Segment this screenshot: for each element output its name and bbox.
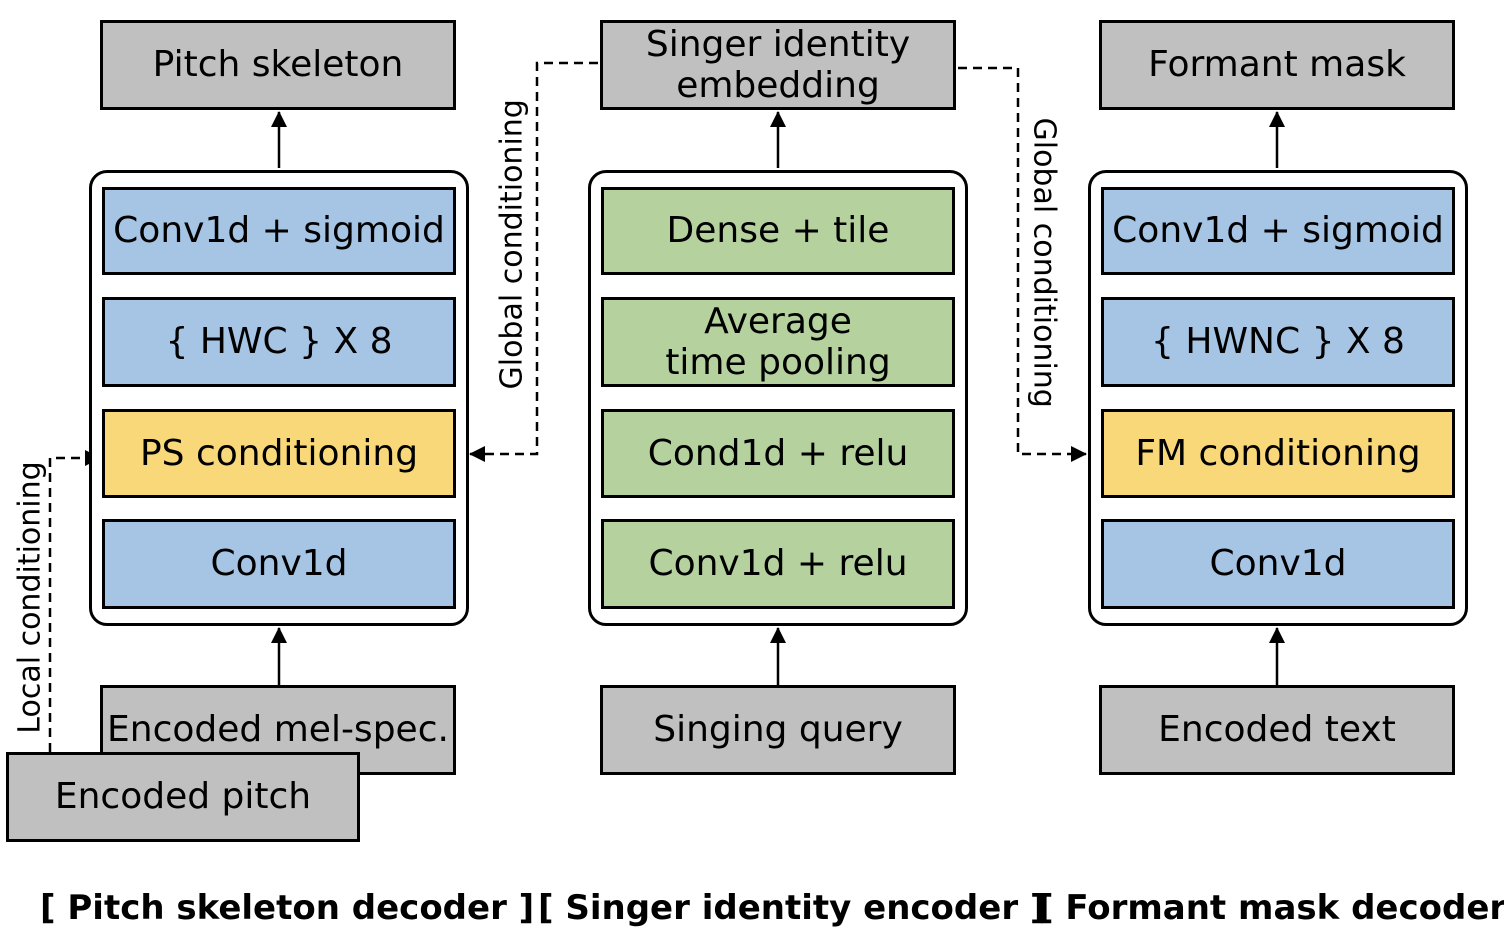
pitch-layer-conv1d: Conv1d [102, 519, 456, 609]
pitch-layer-ps-conditioning: PS conditioning [102, 409, 456, 498]
singer-layer-average-time-pooling: Average time pooling [601, 297, 955, 387]
arrow-global-conditioning-left [469, 61, 598, 462]
encoded-text-input: Encoded text [1099, 685, 1455, 775]
caption-pitch-skeleton-decoder: [ Pitch skeleton decoder ] [40, 888, 535, 928]
global-conditioning-label-right: Global conditioning [1026, 117, 1062, 408]
pitch-layer-conv1d-sigmoid: Conv1d + sigmoid [102, 187, 456, 275]
singing-query-input: Singing query [600, 685, 956, 775]
singer-layer-dense-tile: Dense + tile [601, 187, 955, 275]
pitch-skeleton-output: Pitch skeleton [100, 20, 456, 110]
pitch-layer-hwc: { HWC } X 8 [102, 297, 456, 387]
local-conditioning-label: Local conditioning [12, 461, 48, 734]
formant-layer-fm-conditioning: FM conditioning [1101, 409, 1455, 498]
singer-layer-cond1d-relu: Cond1d + relu [601, 409, 955, 498]
singer-layer-conv1d-relu: Conv1d + relu [601, 519, 955, 609]
caption-singer-identity-encoder: [ Singer identity encoder ] [538, 888, 1046, 928]
formant-mask-output: Formant mask [1099, 20, 1455, 110]
arrow-local-conditioning [48, 450, 101, 752]
encoded-pitch-input: Encoded pitch [6, 752, 360, 842]
caption-formant-mask-decoder: [ Formant mask decoder ] [1038, 888, 1504, 928]
singer-identity-embedding-output: Singer identity embedding [600, 20, 956, 110]
formant-layer-conv1d-sigmoid: Conv1d + sigmoid [1101, 187, 1455, 275]
formant-layer-conv1d: Conv1d [1101, 519, 1455, 609]
formant-layer-hwnc: { HWNC } X 8 [1101, 297, 1455, 387]
arrow-global-conditioning-right [958, 66, 1087, 462]
global-conditioning-label-left: Global conditioning [494, 99, 530, 390]
